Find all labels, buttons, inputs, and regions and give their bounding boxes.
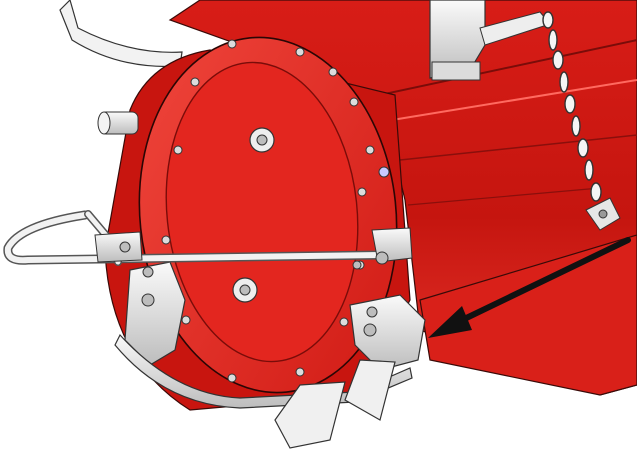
handle-mount-left bbox=[94, 231, 143, 263]
pto-shaft-stub bbox=[97, 111, 139, 135]
hood-rib bbox=[399, 134, 637, 161]
cover-plate-inner bbox=[165, 61, 359, 363]
chain-anchor-bolt bbox=[598, 209, 608, 219]
direction-arrow bbox=[428, 237, 631, 338]
bearing-cap-lower bbox=[232, 277, 258, 303]
bracket-bolt bbox=[142, 266, 154, 278]
bracket-bolt bbox=[363, 323, 377, 337]
hood-rib bbox=[391, 79, 637, 121]
bracket-bolt bbox=[366, 306, 378, 318]
handle-mount-bolt bbox=[375, 251, 389, 265]
rear-tine bbox=[59, 0, 183, 68]
hood-rib bbox=[407, 187, 601, 206]
indicator-dot bbox=[378, 166, 390, 178]
tine bbox=[274, 381, 346, 449]
hitch-block bbox=[431, 61, 481, 81]
bearing-cap-upper bbox=[249, 127, 275, 153]
handle-mount-bolt bbox=[352, 260, 362, 270]
hood-rib bbox=[379, 39, 637, 96]
support-chain bbox=[542, 11, 602, 202]
hitch-bracket bbox=[429, 0, 486, 79]
bracket-bolt bbox=[141, 293, 155, 307]
tine bbox=[344, 359, 396, 421]
cover-bolts bbox=[161, 39, 375, 383]
rear-flap bbox=[419, 234, 637, 396]
handle-mount-bolt bbox=[119, 241, 131, 253]
